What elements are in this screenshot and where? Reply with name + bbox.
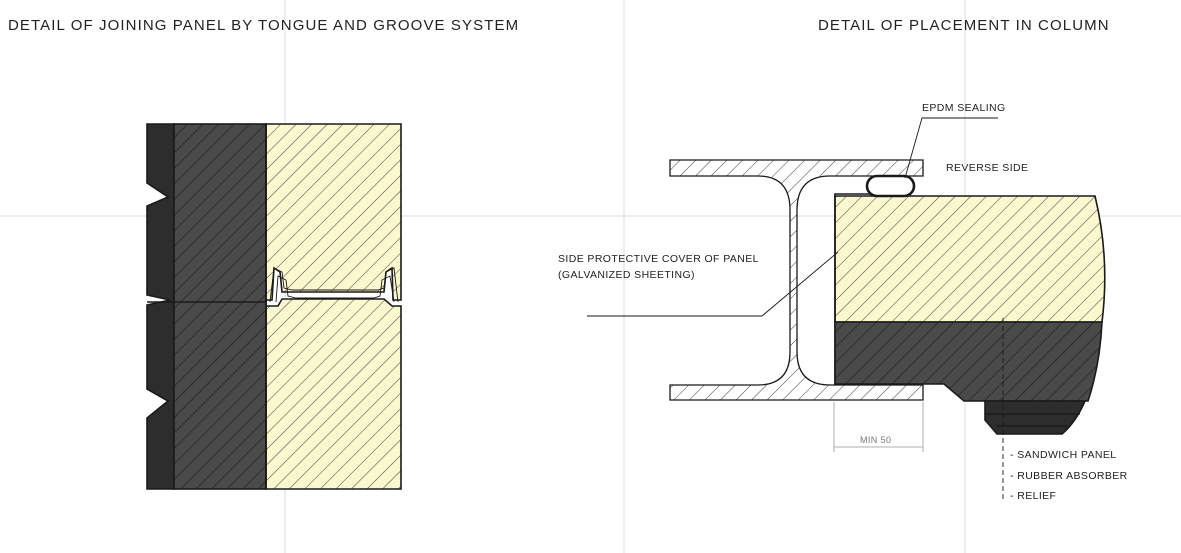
tongue-groove-profile bbox=[269, 267, 399, 303]
column-placement-detail: MIN 50 bbox=[587, 117, 1106, 500]
rubber-absorber bbox=[834, 321, 1103, 402]
epdm-leader bbox=[904, 117, 998, 179]
lower-core bbox=[265, 298, 402, 490]
dimension-min-50: MIN 50 bbox=[833, 402, 924, 452]
epdm-sealing bbox=[865, 174, 916, 198]
sandwich-panel-label: - SANDWICH PANEL bbox=[1010, 449, 1117, 461]
right-detail-title: DETAIL OF PLACEMENT IN COLUMN bbox=[818, 17, 1110, 34]
dimension-label: MIN 50 bbox=[860, 435, 891, 445]
epdm-label: EPDM SEALING bbox=[922, 102, 1006, 114]
tongue-groove-detail bbox=[146, 123, 402, 490]
steel-column bbox=[669, 159, 924, 401]
relief-label: - RELIEF bbox=[1010, 490, 1056, 502]
left-detail-title: DETAIL OF JOINING PANEL BY TONGUE AND GR… bbox=[8, 17, 519, 34]
tongue-groove-profile-inner bbox=[275, 275, 395, 303]
relief-strip bbox=[146, 123, 175, 490]
cover-leader bbox=[587, 251, 839, 317]
rubber-absorber-label: - RUBBER ABSORBER bbox=[1010, 470, 1128, 482]
cover-label-line1: SIDE PROTECTIVE COVER OF PANEL bbox=[558, 253, 759, 265]
upper-core bbox=[265, 123, 402, 301]
rubber-absorber-layer bbox=[173, 123, 267, 490]
sandwich-panel-core bbox=[834, 195, 1106, 323]
relief bbox=[984, 400, 1087, 435]
cover-label-line2: (GALVANIZED SHEETING) bbox=[558, 269, 695, 281]
reverse-side-label: REVERSE SIDE bbox=[946, 162, 1028, 174]
